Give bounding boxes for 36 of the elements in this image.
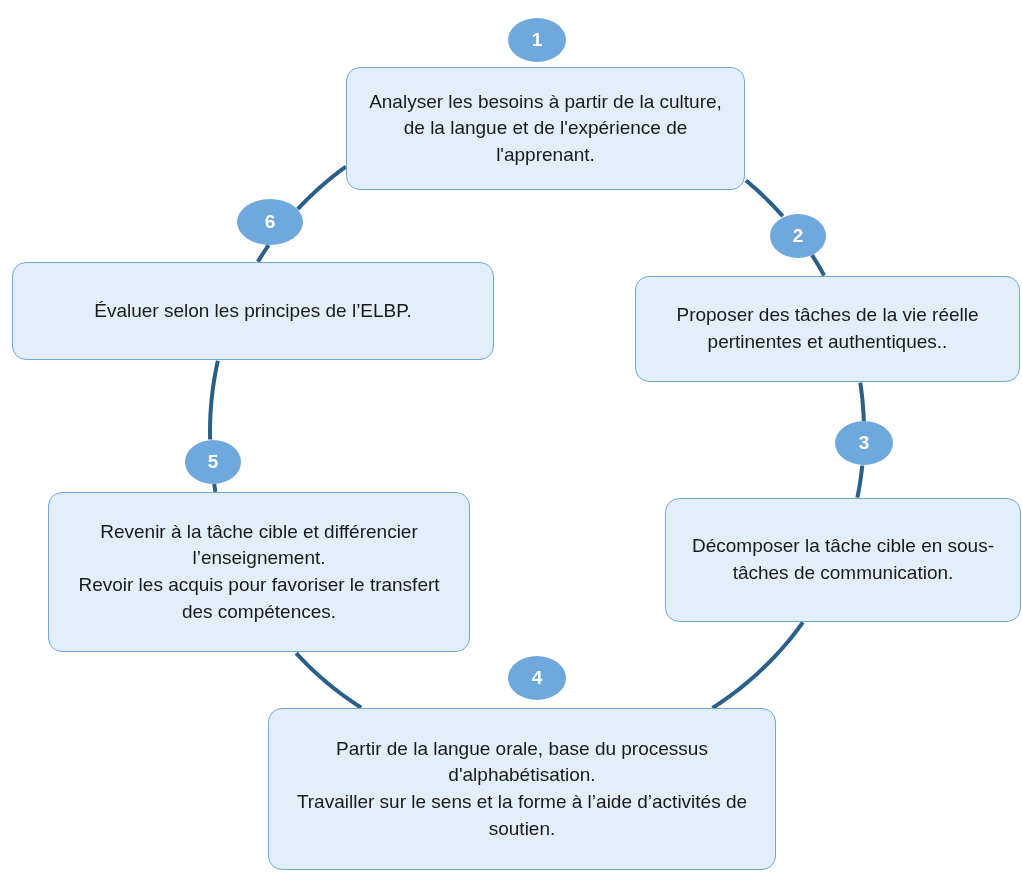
cycle-connector: [810, 253, 826, 278]
cycle-connector: [858, 381, 866, 423]
cycle-connector: [296, 165, 347, 211]
step-number-badge: [185, 440, 241, 484]
step-box: [268, 708, 776, 870]
step-box: [48, 492, 470, 652]
step-box: [346, 67, 745, 190]
cycle-connector: [855, 464, 865, 500]
step-text: Revoir les acquis pour favoriser le transfert des compétences.: [77, 573, 441, 624]
step-text: Analyser les besoins à partir de la culture, de la langue et de l'expérience de l'apprenant.: [368, 89, 723, 167]
step-box: [635, 276, 1020, 382]
step-number: 2: [792, 225, 804, 247]
cycle-connector: [256, 243, 271, 264]
cycle-connector: [212, 482, 218, 494]
step-text: Partir de la langue orale, base du processus d'alphabétisation.: [335, 736, 709, 788]
step-number-badge: [770, 214, 826, 258]
step-text: Travailler sur le sens et la forme à l’aide d’activités de soutien.: [295, 790, 749, 841]
cycle-connector: [208, 359, 220, 441]
step-number: 3: [858, 432, 870, 454]
step-number: 6: [264, 211, 276, 233]
step-number-badge: [237, 199, 303, 245]
step-text: Proposer des tâches de la vie réelle pertinentes et authentiques..: [675, 303, 980, 354]
step-text: Évaluer selon les principes de l’ELBP.: [94, 298, 412, 323]
step-number: 4: [531, 667, 543, 689]
step-number-badge: [508, 18, 566, 62]
step-box: [12, 262, 494, 360]
step-text: Revenir à la tâche cible et différencier l’enseignement.: [99, 519, 419, 571]
cycle-connector: [294, 651, 363, 710]
step-number: 5: [207, 451, 219, 473]
step-box: [665, 498, 1021, 622]
step-text: Décomposer la tâche cible en sous-tâches de communication.: [690, 534, 995, 585]
step-number: 1: [531, 29, 543, 51]
cycle-connector: [744, 178, 785, 218]
cycle-connector: [711, 621, 805, 710]
step-number-badge: [835, 421, 893, 465]
step-number-badge: [508, 656, 566, 700]
